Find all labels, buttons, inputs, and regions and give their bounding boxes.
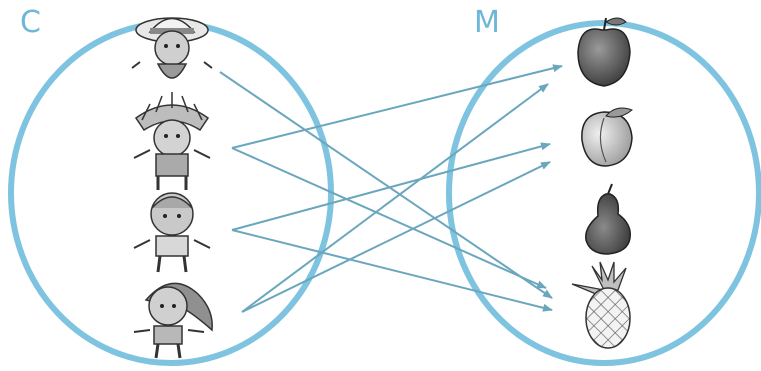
apple-illustration	[577, 17, 631, 87]
girl-with-long-hair-illustration	[133, 282, 213, 359]
pear-illustration	[585, 183, 631, 255]
mapping-arrows	[219, 64, 563, 313]
arrow-longhair-to-peach	[241, 161, 551, 313]
arrow-headdress-to-apple	[231, 64, 563, 149]
arrow-shorthair-to-pineapple	[231, 229, 553, 312]
child-with-short-hair-illustration	[133, 192, 211, 273]
set-label-left: C	[20, 5, 41, 40]
arrow-headdress-to-pineapple	[231, 147, 547, 289]
child-with-hat-illustration	[131, 17, 213, 79]
set-label-right: M	[474, 5, 500, 40]
arrow-shorthair-to-peach	[231, 142, 551, 231]
right-set-ellipse	[446, 20, 761, 366]
child-with-feather-headdress-illustration	[133, 92, 211, 190]
peach-illustration	[581, 107, 633, 167]
arrow-longhair-to-apple	[241, 83, 549, 313]
arrow-hat-to-pineapple	[219, 71, 553, 299]
pineapple-illustration	[571, 261, 631, 349]
